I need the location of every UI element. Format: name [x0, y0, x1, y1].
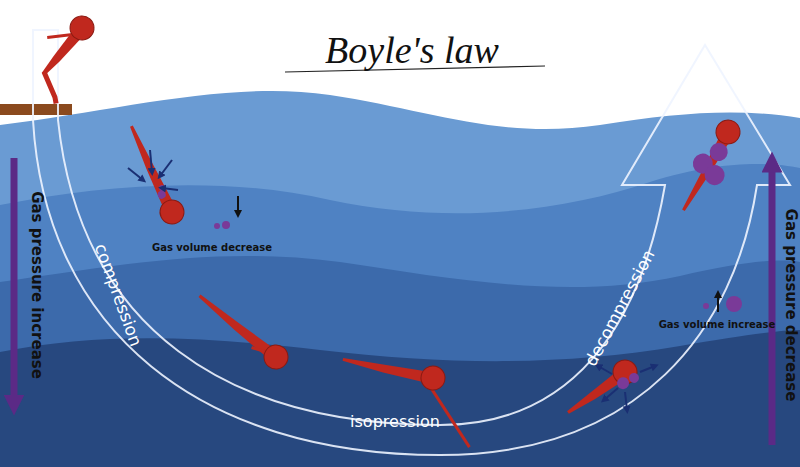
diving-board [0, 104, 72, 115]
diver [18, 6, 112, 104]
volume-increase-symbol [703, 294, 742, 312]
path-arrow [33, 30, 790, 455]
pressure-label: Gas pressure decrease [783, 209, 798, 402]
diagram-title: Boyle's law [325, 31, 499, 69]
diver [669, 114, 751, 220]
phase-label: isopression [350, 414, 440, 430]
pressure-label: Gas pressure increase [29, 191, 44, 379]
volume-note: Gas volume decrease [152, 243, 272, 253]
decompression-arrows [598, 366, 655, 410]
volume-note: Gas volume increase [659, 320, 776, 330]
volume-decrease-symbol [214, 196, 238, 229]
diver [561, 355, 644, 424]
diver [331, 347, 485, 447]
compression-arrows [128, 150, 178, 190]
diver [121, 121, 188, 228]
pressure-arrow [11, 158, 18, 405]
water-layer [0, 164, 800, 467]
water-layer [0, 91, 800, 467]
diver [192, 286, 293, 374]
pressure-arrow [769, 162, 776, 445]
water-layer [0, 330, 800, 467]
